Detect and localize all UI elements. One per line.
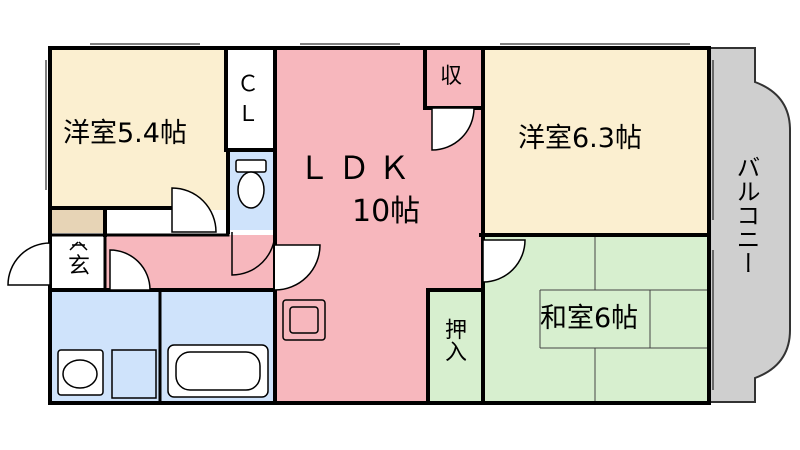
storage-label: 収 [440,64,463,89]
ldk-size-label: 10帖 [352,194,421,229]
closet-fill [226,48,276,148]
washbasin-icon [57,349,104,396]
western-room-b-fill [481,48,709,235]
western-room-a-label: 洋室5.4帖 [63,118,187,149]
oshiire-fill [428,290,481,403]
washing-machine-icon [111,349,157,399]
entrance-label: 玄 [68,254,91,279]
entrance-fill [50,235,105,290]
japanese-room-label: 和室6帖 [540,303,639,334]
doors [7,107,526,291]
toilet-icon [235,159,267,209]
entrance-shoebox-fill [50,208,105,233]
bathtub-icon [167,344,269,398]
tatami-lines [539,235,709,403]
balcony-label: バルコニー [732,155,760,275]
ldk-name-label: ＬＤＫ [298,149,419,187]
entrance-step-icon [69,241,88,251]
oshiire-label: 押入 [441,318,466,362]
storage-fill [425,48,483,108]
western-room-b-label: 洋室6.3帖 [518,123,642,154]
closet-label: ＣＬ [237,72,260,127]
kitchen-sink-icon [282,299,326,341]
windows [45,43,714,390]
balcony-shape [708,47,791,403]
